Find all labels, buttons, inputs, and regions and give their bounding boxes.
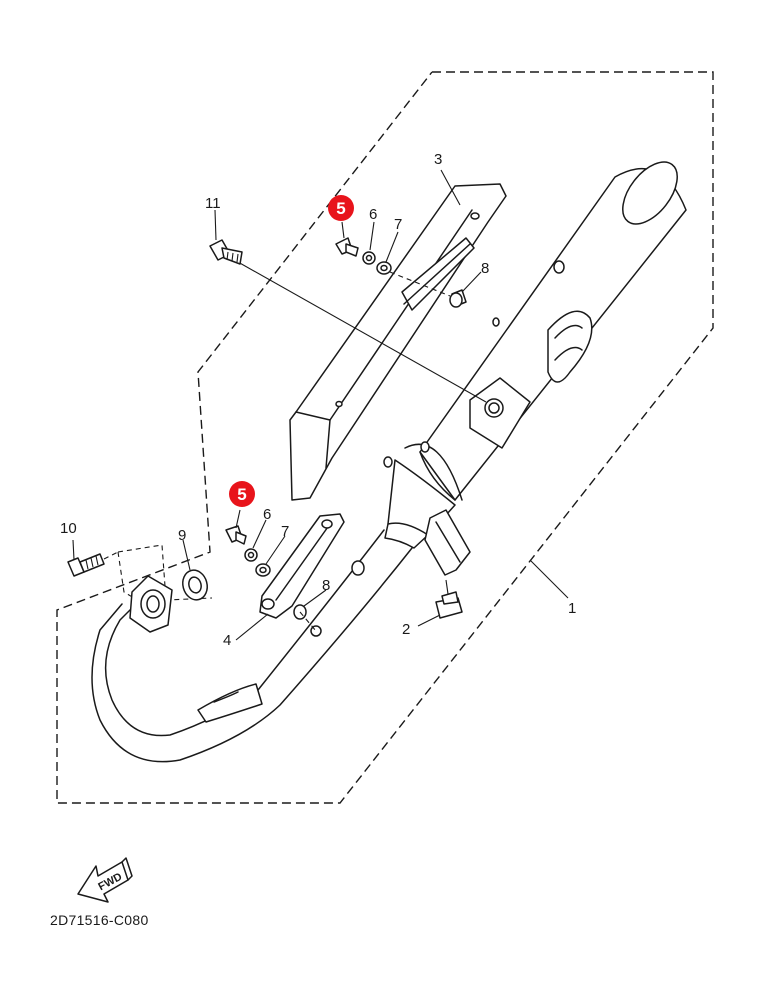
washer-7-lower-icon xyxy=(255,563,271,577)
damper-2-icon xyxy=(435,591,463,619)
callout-7-lower: 7 xyxy=(281,523,289,540)
muffler-rear-tab xyxy=(469,377,531,449)
screw-5-lower-icon xyxy=(225,525,247,545)
bolt-11-icon xyxy=(209,239,243,265)
callout-8-upper: 8 xyxy=(481,260,489,277)
callout-5-upper: 5 xyxy=(336,199,345,218)
highlight-badge-5-lower[interactable]: 5 xyxy=(229,481,255,507)
washer-7-upper-icon xyxy=(376,261,392,275)
callout-4: 4 xyxy=(223,632,231,649)
bolt-10-icon xyxy=(67,553,105,577)
assembly-dashed-outline xyxy=(56,71,714,804)
callout-8-lower: 8 xyxy=(322,577,330,594)
callout-11: 11 xyxy=(205,195,221,212)
callout-10: 10 xyxy=(60,520,77,537)
highlight-badge-5-upper[interactable]: 5 xyxy=(328,195,354,221)
badge-5-upper-circle xyxy=(328,195,354,221)
callout-6-upper: 6 xyxy=(369,206,377,223)
callout-6-lower: 6 xyxy=(263,506,271,523)
badge-5-lower-circle xyxy=(229,481,255,507)
exhaust-flange xyxy=(129,575,173,633)
callout-9: 9 xyxy=(178,527,186,544)
bolt-11-centerline xyxy=(237,261,487,403)
callout-7-upper: 7 xyxy=(394,216,402,233)
bracket-4 xyxy=(259,513,345,619)
leader-lines xyxy=(72,169,569,641)
gasket-dashed-group xyxy=(117,544,213,601)
heat-protector xyxy=(289,183,507,501)
callout-2: 2 xyxy=(402,621,410,638)
fwd-arrow-icon: FWD xyxy=(77,857,133,903)
exhaust-pipe xyxy=(91,529,413,763)
screw-5-upper-icon xyxy=(335,237,359,257)
diagram-code: 2D71516-C080 xyxy=(50,912,149,928)
callout-3: 3 xyxy=(434,151,442,168)
muffler-mount-bracket xyxy=(424,509,471,576)
callout-5-lower: 5 xyxy=(237,485,246,504)
gasket-icon xyxy=(182,569,208,601)
washer-6-upper-icon xyxy=(362,251,376,265)
muffler xyxy=(383,161,687,501)
callout-1: 1 xyxy=(568,600,576,617)
washer-6-lower-icon xyxy=(244,548,258,562)
collar-8-upper-icon xyxy=(449,289,467,308)
